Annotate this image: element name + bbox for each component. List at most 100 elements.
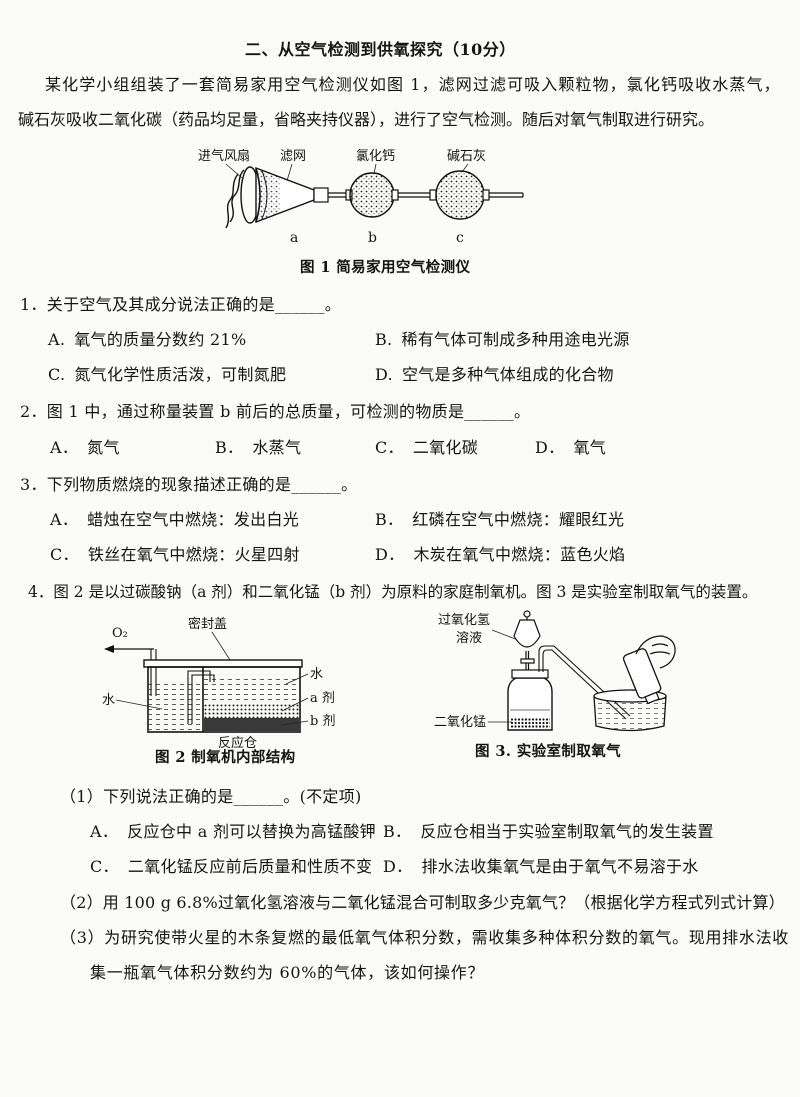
q1-stem: 1．关于空气及其成分说法正确的是______。 xyxy=(20,295,342,314)
reactor-water xyxy=(204,678,299,704)
figure-3-lab-oxygen-setup: 过氧化氢 溶液 二氧化锰 xyxy=(434,610,676,732)
exit-tube xyxy=(482,189,524,201)
lid-label: 密封盖 xyxy=(188,616,227,632)
sealed-lid xyxy=(143,659,303,668)
fan-label: 进气风扇 xyxy=(198,148,250,164)
option-text: 蜡烛在空气中燃烧：发出白光 xyxy=(87,510,300,529)
figure-2-caption: 图 2 制氧机内部结构 xyxy=(155,749,296,766)
q2-option-c: C． 二氧化碳 xyxy=(375,438,478,458)
intro-line-1: 某化学小组组装了一套简易家用空气检测仪如图 1，滤网过滤可吸入颗粒物，氯化钙吸收… xyxy=(45,75,781,94)
agent-b-layer xyxy=(204,718,299,731)
part-text: 用 100 g 6.8%过氧化氢溶液与二氧化锰混合可制取多少克氧气？（根据化学方… xyxy=(102,893,785,912)
humidifier-water-label: 水 xyxy=(102,693,115,708)
option-key: A． xyxy=(90,822,119,841)
option-text: 空气是多种气体组成的化合物 xyxy=(401,365,614,384)
option-key: C． xyxy=(50,545,79,564)
option-text: 排水法收集氧气是由于氧气不易溶于水 xyxy=(421,857,699,876)
option-text: 二氧化锰反应前后质量和性质不变 xyxy=(127,857,373,876)
calcium-chloride-label: 氯化钙 xyxy=(356,149,395,164)
option-text: 氧气 xyxy=(573,438,607,457)
q2-stem: 2．图 1 中，通过称量装置 b 前后的总质量，可检测的物质是______。 xyxy=(20,402,531,421)
hand-holding-bottle xyxy=(635,635,676,669)
option-key: C. xyxy=(48,365,66,384)
option-key: A. xyxy=(48,330,66,349)
q3-option-a: A． 蜡烛在空气中燃烧：发出白光 xyxy=(50,510,299,530)
option-key: B． xyxy=(215,438,244,457)
oxygen-outlet-label: O₂ xyxy=(112,626,128,641)
q4-part2-row: （2）用 100 g 6.8%过氧化氢溶液与二氧化锰混合可制取多少克氧气？（根据… xyxy=(60,893,785,913)
option-key: D． xyxy=(375,545,405,564)
option-text: 红磷在空气中燃烧：耀眼红光 xyxy=(412,510,625,529)
q4-part1-stem-row: （1）下列说法正确的是______。(不定项) xyxy=(60,787,362,807)
calcium-chloride-bulb xyxy=(349,172,395,218)
option-key: A． xyxy=(50,510,79,529)
agent-a-leader xyxy=(281,697,309,712)
q1-option-a: A. 氧气的质量分数约 21% xyxy=(48,330,247,350)
option-key: D． xyxy=(383,857,413,876)
option-key: B. xyxy=(375,330,393,349)
generator-box xyxy=(147,666,301,733)
intro-line-2: 碱石灰吸收二氧化碳（药品均足量，省略夹持仪器），进行了空气检测。随后对氧气制取进… xyxy=(18,110,715,129)
q3-stem: 3．下列物质燃烧的现象描述正确的是______。 xyxy=(20,475,358,494)
option-text: 氮气化学性质活泼，可制氮肥 xyxy=(74,365,287,384)
option-key: C． xyxy=(375,438,404,457)
agent-a-layer xyxy=(204,704,299,718)
option-text: 氧气的质量分数约 21% xyxy=(74,330,247,349)
q4-part1-option-a: A．反应仓中 a 剂可以替换为高锰酸钾 xyxy=(90,822,376,842)
part-label: （1） xyxy=(60,787,104,806)
hydrogen-peroxide-label-1: 过氧化氢 xyxy=(438,613,490,628)
q2-option-b: B．水蒸气 xyxy=(215,438,301,458)
option-text: 氮气 xyxy=(87,438,120,457)
q1-option-d: D.空气是多种气体组成的化合物 xyxy=(375,365,614,385)
q3-option-d: D． 木炭在氧气中燃烧：蓝色火焰 xyxy=(375,545,625,565)
q4-stem: 4．图 2 是以过碳酸钠（a 剂）和二氧化锰（b 剂）为原料的家庭制氧机。图 3… xyxy=(28,583,758,601)
option-key: C． xyxy=(90,857,119,876)
part-text-line-1: 为研究使带火星的木条复燃的最低氧气体积分数，需收集多种体积分数的氧气。现用排水法… xyxy=(104,928,789,947)
rubber-stopper xyxy=(511,669,549,679)
q4-part3-row: （3）为研究使带火星的木条复燃的最低氧气体积分数，需收集多种体积分数的氧气。现用… xyxy=(60,928,789,948)
q2-option-a: A． 氮气 xyxy=(50,438,120,458)
tube-a-b xyxy=(328,189,353,201)
option-text: 反应仓相当于实验室制取氧气的发生装置 xyxy=(420,822,714,841)
humidifier-water-leader xyxy=(115,699,163,710)
hydrogen-peroxide-label-2: 溶液 xyxy=(456,631,482,646)
option-key: A． xyxy=(50,438,79,457)
intake-fan xyxy=(225,166,260,229)
option-key: D． xyxy=(535,438,565,457)
reaction-flask xyxy=(507,669,553,731)
q3-option-b: B． 红磷在空气中燃烧：耀眼红光 xyxy=(375,510,624,530)
device-letter-a: a xyxy=(290,230,298,246)
agent-b-leader xyxy=(281,720,309,726)
option-text: 铁丝在氧气中燃烧：火星四射 xyxy=(87,545,300,564)
option-text: 木炭在氧气中燃烧：蓝色火焰 xyxy=(413,545,626,564)
lid-leader xyxy=(211,631,231,661)
section-title: 二、从空气检测到供氧探究（10分） xyxy=(245,40,516,59)
manganese-dioxide-powder xyxy=(510,718,550,729)
filter-screen xyxy=(255,166,329,224)
option-text: 二氧化碳 xyxy=(412,438,479,457)
soda-lime-label: 碱石灰 xyxy=(447,149,486,164)
device-letter-b: b xyxy=(368,230,377,246)
q4-part1-option-b: B． 反应仓相当于实验室制取氧气的发生装置 xyxy=(383,822,714,842)
delivery-tube xyxy=(538,645,631,720)
figure-1-air-detector: 进气风扇 滤网 氯化钙 碱石灰 a b c xyxy=(198,148,524,246)
hydrogen-peroxide-leader xyxy=(491,629,519,641)
agent-a-label: a 剂 xyxy=(310,691,335,706)
q4-part3-continuation: 集一瓶氧气体积分数约为 60%的气体，该如何操作？ xyxy=(90,963,485,982)
device-letter-c: c xyxy=(456,230,464,246)
option-key: B． xyxy=(383,822,412,841)
reactor-water-leader xyxy=(285,673,309,685)
filter-label: 滤网 xyxy=(280,149,306,164)
part-label: （2） xyxy=(60,893,103,912)
option-key: B． xyxy=(375,510,404,529)
q1-option-b: B.稀有气体可制成多种用途电光源 xyxy=(375,330,630,350)
q3-option-c: C． 铁丝在氧气中燃烧：火星四射 xyxy=(50,545,300,565)
reactor-label: 反应仓 xyxy=(218,735,257,751)
part-label: （3） xyxy=(60,928,105,947)
gas-collection-bottle xyxy=(622,648,662,705)
part-stem: 下列说法正确的是______。(不定项) xyxy=(103,787,362,806)
q4-part1-option-c: C． 二氧化锰反应前后质量和性质不变 xyxy=(90,857,372,877)
reactor-water-label: 水 xyxy=(310,667,323,682)
connecting-tube xyxy=(187,670,215,724)
oxygen-outlet-arrow xyxy=(104,645,154,653)
